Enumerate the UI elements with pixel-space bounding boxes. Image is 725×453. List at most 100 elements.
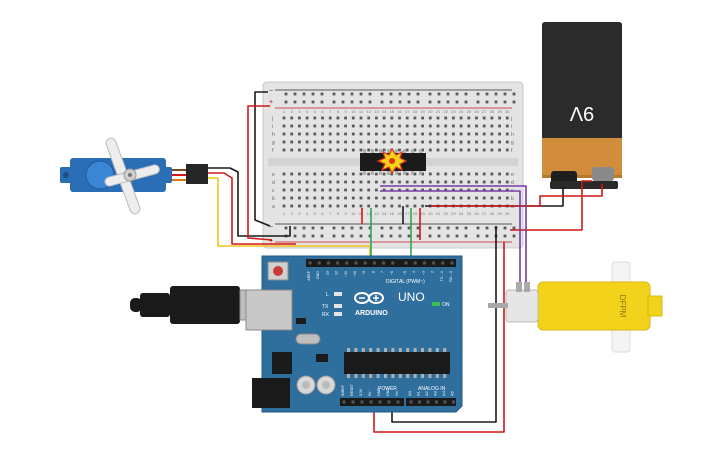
digital-pin-label: ~3: [421, 271, 425, 275]
row-letter: g: [511, 140, 514, 146]
col-number: 24: [459, 109, 464, 114]
atmega-chip: [344, 352, 450, 374]
error-core: [389, 158, 395, 164]
digital-pin-label: ~9: [362, 271, 366, 275]
col-number: 24: [459, 211, 464, 216]
analog-pin-label: A5: [450, 390, 455, 396]
power-jack: [252, 378, 290, 408]
brand-label: ARDUINO: [355, 310, 388, 317]
col-number: 10: [351, 109, 356, 114]
dc-motor[interactable]: DFPM: [488, 261, 663, 353]
power-header-label: POWER: [378, 386, 397, 392]
col-number: 23: [451, 109, 456, 114]
row-letter: b: [272, 196, 275, 202]
led-rx-label: RX: [322, 312, 330, 318]
col-number: 10: [351, 211, 356, 216]
wires: [208, 91, 603, 433]
col-number: 22: [443, 211, 448, 216]
col-number: 17: [405, 109, 410, 114]
row-letter: i: [272, 124, 273, 130]
col-number: 13: [374, 109, 379, 114]
col-number: 13: [374, 211, 379, 216]
analog-pin-label: A0: [407, 390, 412, 396]
digital-pin-label: ~6: [390, 271, 394, 275]
servo-horn[interactable]: [104, 137, 160, 216]
col-number: 18: [413, 211, 418, 216]
row-letter: d: [511, 180, 514, 186]
battery-red-wire-2: [430, 184, 603, 207]
row-letter: a: [511, 204, 514, 210]
col-number: 19: [420, 109, 425, 114]
analog-pin-label: A2: [424, 390, 429, 396]
col-number: 6: [321, 211, 324, 216]
row-letter: h: [511, 132, 514, 138]
digital-pin-label: TX→1: [440, 271, 444, 281]
col-number: 21: [436, 109, 441, 114]
col-number: 19: [420, 211, 425, 216]
col-number: 29: [497, 211, 502, 216]
digital-pin-label: ~5: [403, 271, 407, 275]
col-number: 25: [467, 211, 472, 216]
battery-label: 9V: [569, 102, 594, 124]
digital-pin-label: RX←0: [449, 271, 453, 282]
col-number: 26: [474, 109, 479, 114]
col-number: 26: [474, 211, 479, 216]
row-letter: j: [510, 116, 512, 122]
row-letter: c: [272, 188, 275, 194]
ic-chip[interactable]: [360, 147, 426, 175]
analog-header: [406, 398, 456, 406]
col-number: 28: [490, 109, 495, 114]
digital-pin-label: 4: [412, 271, 416, 273]
arduino-uno[interactable]: L TX RX ARDUINO UNO ON DIGITAL (PWM~) PO…: [245, 255, 463, 413]
col-number: 27: [482, 109, 487, 114]
col-number: 8: [337, 211, 340, 216]
col-number: 15: [390, 109, 395, 114]
col-number: 14: [382, 211, 387, 216]
col-number: 22: [443, 109, 448, 114]
motor-purple-wire-1: [380, 190, 521, 283]
col-number: 16: [397, 211, 402, 216]
analog-pin-label: A4: [441, 390, 446, 396]
rail-plus-label: +: [269, 99, 273, 106]
col-number: 2: [291, 109, 294, 114]
row-letter: f: [511, 148, 513, 154]
servo-connector: [186, 164, 208, 184]
usb-port: [245, 289, 293, 331]
col-number: 23: [451, 211, 456, 216]
row-letter: i: [511, 124, 512, 130]
digital-header: [306, 259, 456, 267]
rail-minus-label-bottom: −: [269, 224, 273, 231]
col-number: 30: [505, 211, 510, 216]
row-letter: f: [272, 148, 274, 154]
gnd-black-wire: [391, 226, 497, 423]
power-pin-label: Vin: [395, 391, 399, 396]
battery-9v[interactable]: 9V: [542, 22, 622, 178]
col-number: 2: [291, 211, 294, 216]
analog-pin-label: A3: [433, 390, 438, 396]
col-number: 12: [366, 211, 371, 216]
col-number: 15: [390, 211, 395, 216]
power-pin-label: GND: [377, 388, 381, 396]
power-pin-label: RESET: [350, 383, 354, 396]
battery-clip: [550, 181, 618, 189]
servo-red-wire: [208, 172, 296, 245]
power-pin-label: IOREF: [341, 384, 345, 396]
col-number: 1: [283, 109, 286, 114]
col-number: 5: [314, 109, 317, 114]
row-letter: b: [511, 196, 514, 202]
col-number: 14: [382, 109, 387, 114]
led-l-label: L: [326, 292, 329, 298]
motor-purple-wire-2: [380, 185, 527, 283]
digital-pin-label: AREF: [307, 270, 311, 280]
led-tx-label: TX: [322, 304, 329, 310]
power-pin-label: 5V: [368, 391, 372, 396]
servo-motor[interactable]: [60, 137, 208, 216]
col-number: 6: [321, 109, 324, 114]
model-label: UNO: [398, 290, 425, 304]
col-number: 4: [306, 211, 309, 216]
col-number: 20: [428, 211, 433, 216]
col-number: 16: [397, 109, 402, 114]
col-number: 17: [405, 211, 410, 216]
power-pin-label: 3.3V: [359, 388, 363, 396]
